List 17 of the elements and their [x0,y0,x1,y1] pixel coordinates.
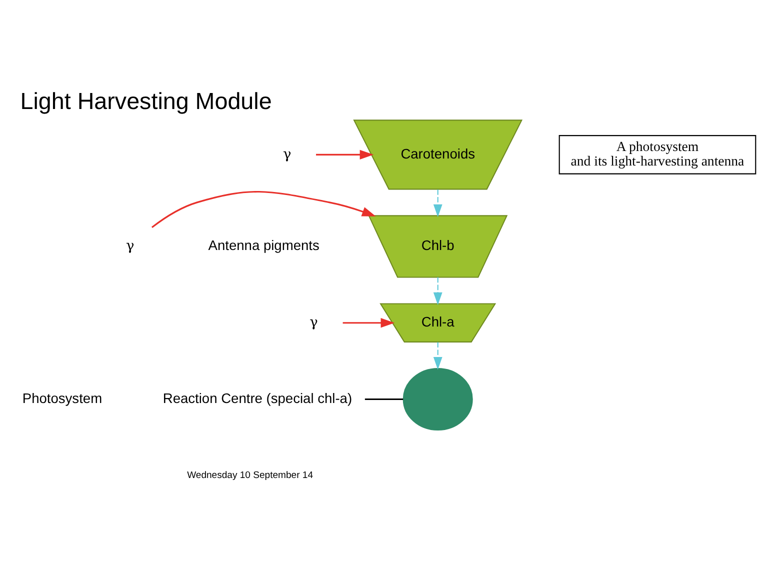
label: Photosystem [22,390,102,406]
arrow [151,191,376,228]
node-circle [402,368,473,431]
node-text: γ [310,314,318,330]
arrow [433,342,442,370]
label: Antenna pigments [208,238,320,254]
arrow [433,190,442,218]
node-text: Reaction Centre (special chl-a) [162,390,352,406]
arrow [342,318,395,328]
node-text: γ [283,146,292,162]
arrow [316,150,374,160]
connector [364,398,404,400]
arrow [433,277,442,306]
label: Wednesday 10 September 14 [187,470,314,481]
node-box: A photosystem and its light-harvesting antenna [558,135,756,174]
node-text: γ [126,238,134,254]
diagram-title: Light Harvesting Module [20,88,272,114]
